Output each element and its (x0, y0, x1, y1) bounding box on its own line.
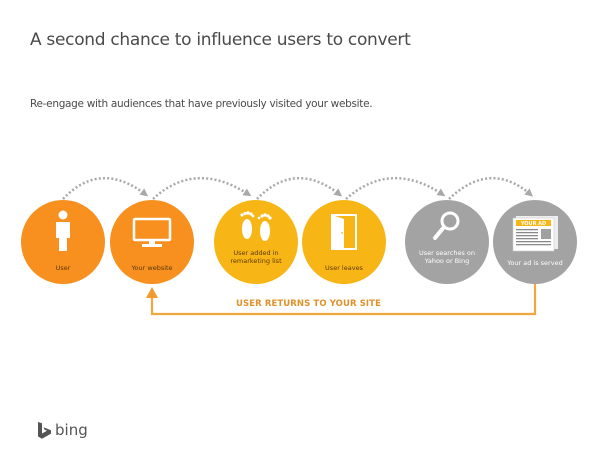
step-user-leaves: User leaves (302, 200, 386, 284)
step-label: Your website (131, 264, 173, 272)
person-icon (56, 210, 70, 251)
magnifier-icon (433, 211, 460, 240)
ad-newspaper-icon: YOUR AD (512, 216, 558, 252)
page-subtitle: Re-engage with audiences that have previ… (30, 98, 373, 110)
bing-logo-text: bing (55, 421, 88, 439)
step-label: Your ad is served (507, 259, 563, 267)
step-user-searches: User searches on Yahoo or Bing (405, 200, 489, 284)
page-title: A second chance to influence users to co… (30, 30, 411, 50)
step-remarketing-list: User added in remarketing list (214, 200, 298, 284)
svg-text:YOUR AD: YOUR AD (520, 221, 546, 227)
return-path-label: USER RETURNS TO YOUR SITE (236, 299, 381, 309)
door-icon (331, 214, 357, 250)
footprints-icon (240, 211, 272, 241)
dotted-arc-arrows (62, 176, 534, 200)
step-user: User (21, 200, 105, 284)
step-label: User searches on Yahoo or Bing (418, 249, 476, 265)
step-ad-served: YOUR AD Your ad is served (493, 200, 577, 284)
bing-b-icon (38, 421, 51, 439)
step-label: User leaves (325, 264, 363, 272)
monitor-icon (132, 217, 172, 247)
bing-logo: bing (38, 421, 88, 439)
step-your-website: Your website (110, 200, 194, 284)
step-label: User (55, 264, 71, 272)
step-label: User added in remarketing list (230, 249, 282, 265)
return-path-line (146, 284, 537, 316)
